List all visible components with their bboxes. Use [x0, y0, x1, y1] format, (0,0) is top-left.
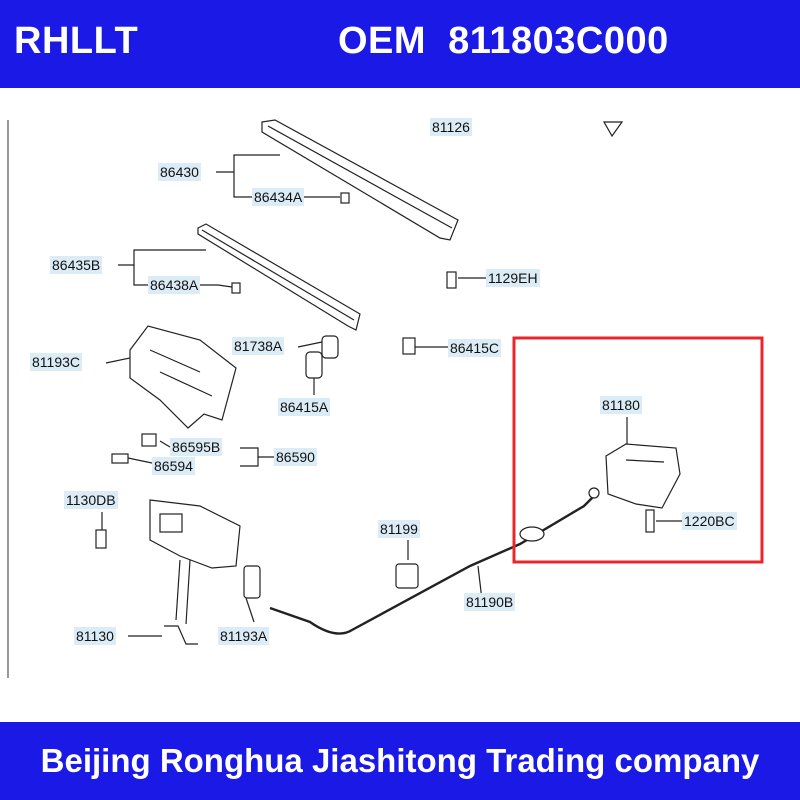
bolt-1129EH	[446, 271, 457, 289]
part-label-81190B: 81190B	[464, 593, 516, 611]
part-label-81180: 81180	[600, 396, 642, 414]
bracket-81193C	[129, 325, 237, 429]
part-label-81130: 81130	[74, 627, 116, 645]
highlight-box	[512, 336, 764, 564]
release-handle-81180	[605, 443, 681, 509]
bracket-81193A	[243, 565, 261, 599]
oem-number: OEM 811803C000	[338, 20, 669, 62]
parts-drawing	[7, 119, 764, 678]
cowl-strip-part	[261, 119, 459, 241]
part-label-81193A: 81193A	[218, 627, 270, 645]
company-name: Beijing Ronghua Jiashitong Trading compa…	[40, 742, 760, 779]
brand-name: RHLLT	[14, 20, 139, 62]
clip-81199	[395, 563, 419, 589]
lower-strip-part	[197, 223, 361, 331]
part-label-81126: 81126	[430, 118, 472, 136]
part-label-86595B: 86595B	[170, 438, 223, 456]
bumper-86415A	[305, 351, 323, 379]
clip-86438A	[231, 282, 241, 294]
part-label-86415A: 86415A	[278, 398, 331, 416]
part-label-86590: 86590	[274, 448, 317, 466]
bumper-81738A	[321, 335, 339, 359]
screw-86595B	[141, 433, 157, 447]
screw-86594	[111, 453, 129, 464]
top-banner: RHLLT OEM 811803C000	[0, 0, 800, 88]
part-label-86438A: 86438A	[148, 276, 201, 294]
bottom-banner: Beijing Ronghua Jiashitong Trading compa…	[0, 722, 800, 800]
parts-diagram: 81126 86430 86434A 86435B 86438A 1129EH …	[0, 88, 800, 722]
part-label-81738A: 81738A	[232, 337, 285, 355]
marker-81126	[602, 121, 624, 138]
part-label-86434A: 86434A	[252, 188, 305, 206]
bolt-1220BC	[645, 509, 655, 533]
part-label-86435B: 86435B	[50, 256, 103, 274]
clip-86434A	[340, 192, 350, 204]
part-label-1129EH: 1129EH	[486, 269, 540, 287]
part-label-86415C: 86415C	[448, 339, 502, 357]
part-label-1220BC: 1220BC	[682, 512, 737, 530]
part-label-81199: 81199	[378, 520, 420, 538]
part-label-81193C: 81193C	[30, 353, 83, 371]
part-label-86594: 86594	[152, 457, 195, 475]
bolt-1130DB	[95, 529, 107, 549]
latch-assembly	[149, 499, 241, 569]
part-label-1130DB: 1130DB	[64, 491, 118, 509]
part-label-86430: 86430	[158, 163, 201, 181]
release-cable	[269, 493, 597, 635]
clip-86415C	[402, 337, 416, 355]
